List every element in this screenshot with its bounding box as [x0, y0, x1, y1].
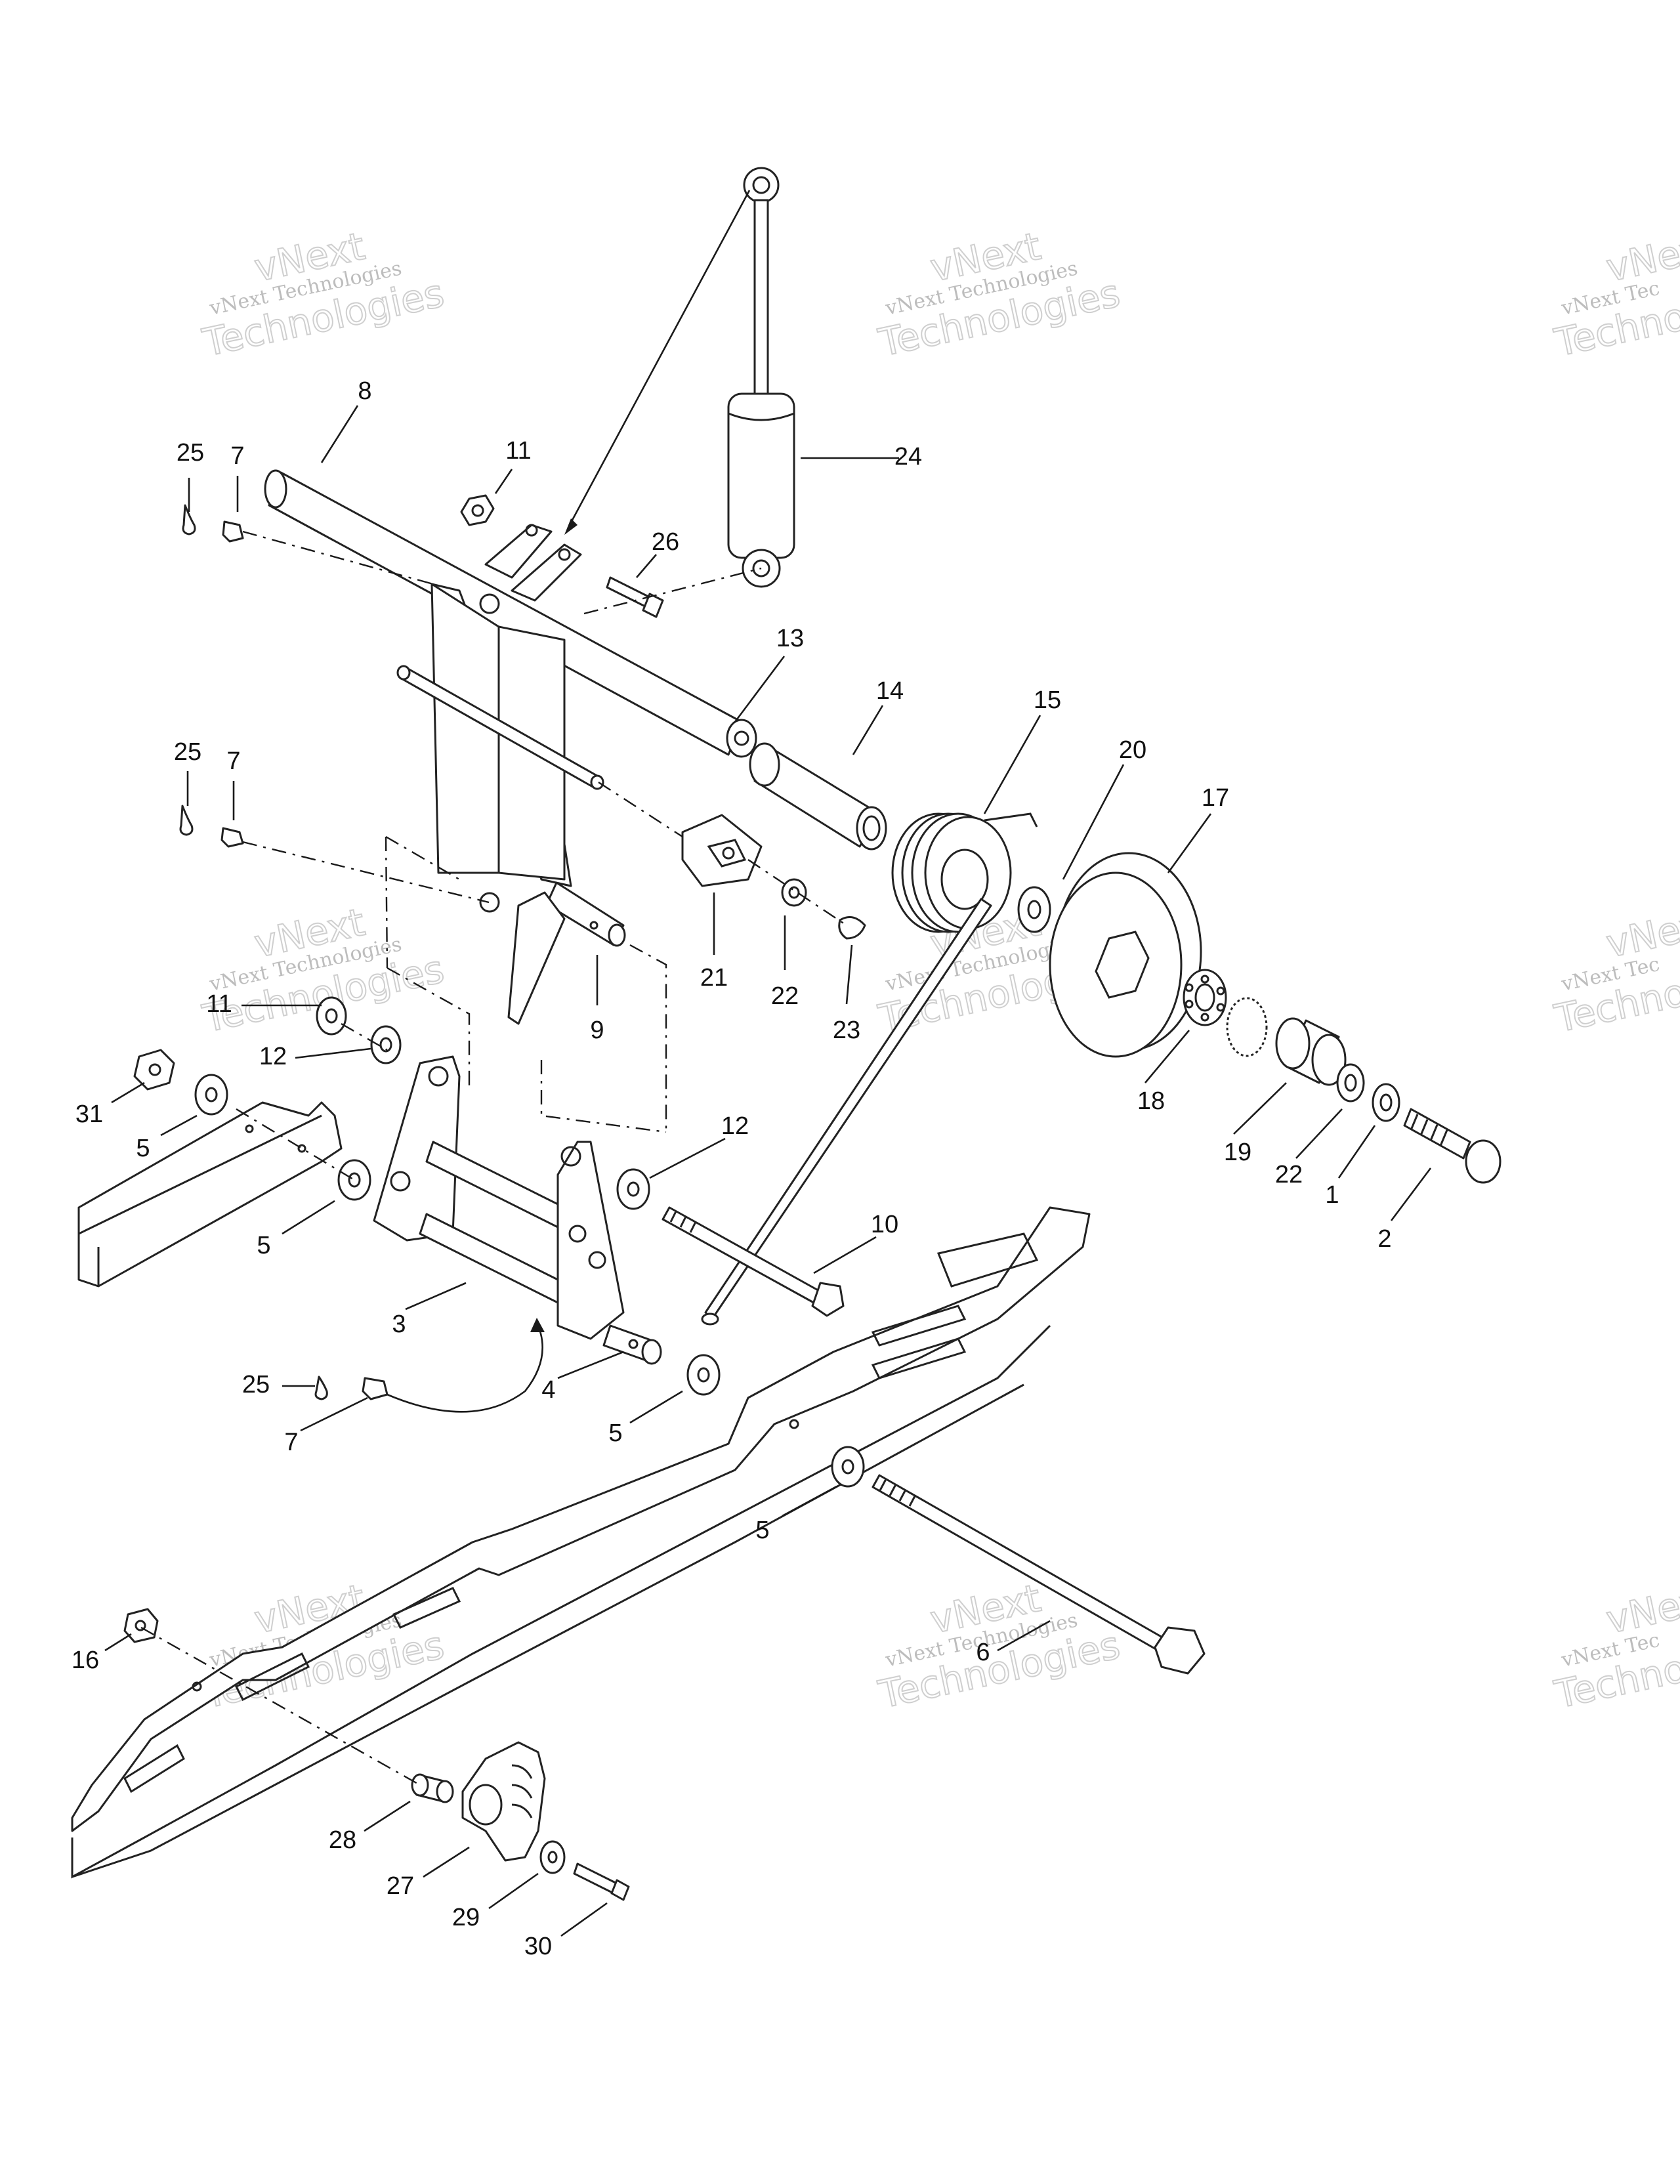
callout-c2: 2	[1377, 1225, 1391, 1253]
callout-c10: 10	[871, 1211, 898, 1238]
washer-12-right	[616, 1168, 650, 1210]
circlip	[1226, 997, 1268, 1057]
washer-5-center	[686, 1354, 721, 1396]
callout-c18: 18	[1137, 1087, 1165, 1115]
cross-rod	[396, 665, 604, 790]
callout-c5c: 5	[608, 1419, 622, 1447]
washer-22-right	[1336, 1063, 1365, 1102]
spacer-19	[1275, 1017, 1347, 1086]
callout-c30: 30	[524, 1933, 552, 1960]
spacer-28	[411, 1773, 454, 1803]
upper-cross-shaft	[264, 469, 757, 758]
shock-mount-bracket	[484, 524, 582, 602]
bolt-30	[573, 1862, 630, 1901]
callout-c7b: 7	[226, 747, 240, 775]
washer-5-left-upper	[194, 1074, 228, 1116]
callout-c19: 19	[1224, 1139, 1251, 1166]
washer-1	[1372, 1083, 1400, 1122]
left-slide-rail	[77, 1101, 343, 1288]
retaining-clip-23	[838, 916, 866, 940]
bolt-6	[872, 1474, 1206, 1675]
shock-absorber	[727, 167, 795, 588]
callout-c25a: 25	[177, 439, 204, 467]
arrow-grease-to-arm	[387, 1318, 545, 1413]
callout-c11b: 11	[206, 990, 232, 1018]
callout-c12b: 12	[721, 1112, 749, 1140]
callout-c3: 3	[392, 1311, 406, 1338]
callout-c26: 26	[652, 528, 679, 556]
grease-fitting-middle	[179, 805, 244, 848]
nut-31	[133, 1049, 175, 1091]
callout-c12a: 12	[259, 1043, 287, 1070]
idler-wheel	[1049, 852, 1202, 1058]
pivot-shaft	[507, 881, 626, 1025]
callout-c17: 17	[1202, 784, 1229, 812]
callout-c24: 24	[894, 443, 922, 471]
callout-c8: 8	[358, 377, 371, 405]
arm-bushing-4	[602, 1324, 662, 1365]
nut-11-top	[460, 494, 495, 526]
nut-16	[123, 1608, 159, 1643]
callout-c5d: 5	[755, 1517, 769, 1544]
callout-c27: 27	[387, 1872, 414, 1900]
wheel-bearing	[1183, 969, 1227, 1026]
assembly-lines	[140, 530, 847, 1786]
callout-c16: 16	[72, 1647, 99, 1674]
washer-22-left	[781, 878, 807, 907]
callout-c25b: 25	[174, 738, 201, 766]
grease-fitting-top	[182, 504, 244, 543]
grease-fitting-lower	[314, 1376, 388, 1400]
callout-c4: 4	[541, 1376, 555, 1404]
callout-c20: 20	[1119, 736, 1146, 764]
torsion-spring	[701, 812, 1038, 1326]
callout-c25c: 25	[242, 1371, 270, 1398]
callout-c22a: 22	[771, 982, 799, 1010]
callout-c9: 9	[590, 1017, 604, 1044]
spring-retainer	[681, 814, 763, 887]
washer-29	[539, 1840, 566, 1874]
cap-screw-2	[1403, 1108, 1502, 1184]
callout-c5b: 5	[257, 1232, 270, 1259]
bushing	[749, 742, 887, 850]
callout-c6: 6	[976, 1639, 990, 1666]
bolt-26	[606, 576, 664, 618]
callout-c14: 14	[876, 677, 904, 705]
callout-c1: 1	[1325, 1181, 1339, 1209]
right-slide-rail	[71, 1206, 1091, 1879]
washer-12-upper-a	[316, 996, 347, 1036]
spacer-washer-20	[1017, 886, 1051, 933]
callout-c7c: 7	[284, 1429, 298, 1456]
callout-c22b: 22	[1275, 1161, 1303, 1188]
callout-c5a: 5	[136, 1135, 150, 1162]
callout-c21: 21	[700, 964, 728, 992]
callout-c28: 28	[329, 1826, 356, 1854]
rear-arm	[373, 1055, 625, 1340]
stopper-27	[461, 1741, 546, 1862]
washer-5-right	[831, 1446, 865, 1488]
bolt-10	[662, 1206, 845, 1317]
callout-c11a: 11	[505, 437, 531, 465]
callout-c23: 23	[833, 1017, 860, 1044]
callout-c15: 15	[1034, 686, 1061, 714]
washer-5-left-lower	[337, 1159, 371, 1201]
callout-c29: 29	[452, 1904, 480, 1931]
callout-c7a: 7	[230, 442, 244, 470]
leader-lines	[104, 405, 1432, 1937]
callout-c13: 13	[776, 625, 804, 652]
washer-12-upper-b	[370, 1025, 402, 1064]
arrow-shock-to-bracket	[564, 190, 751, 535]
callout-c31: 31	[75, 1101, 103, 1128]
